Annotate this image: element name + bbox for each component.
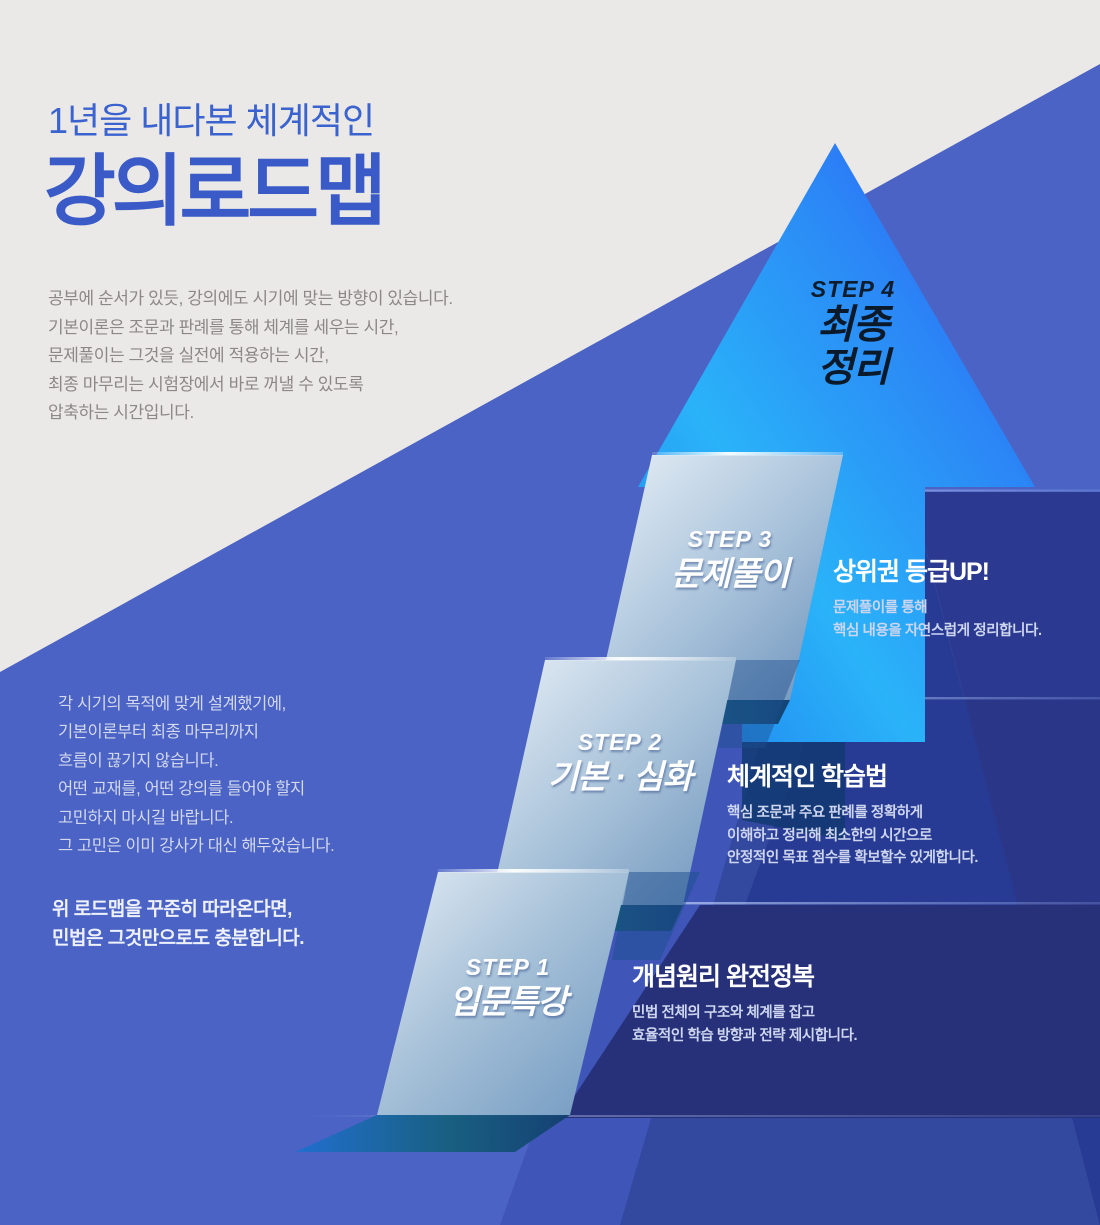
step-1-number: STEP 1 — [465, 954, 551, 980]
step-1-description: 개념원리 완전정복 민법 전체의 구조와 체계를 잡고 효율적인 학습 방향과 … — [632, 962, 858, 1047]
step-3-number: STEP 3 — [687, 526, 773, 552]
header-kicker: 1년을 내다본 체계적인 — [48, 100, 375, 141]
step-1-desc-heading: 개념원리 완전정복 — [632, 963, 815, 991]
step-2-desc-body: 핵심 조문과 주요 판례를 정확하게 이해하고 정리해 최소한의 시간으로 안정… — [727, 805, 979, 867]
step-2-label: STEP 2 기본 · 심화 — [530, 728, 710, 796]
step-1-title: 입문특강 — [449, 982, 567, 1020]
step-4-arrow — [638, 143, 1035, 742]
step-1-label: STEP 1 입문특강 — [418, 953, 598, 1021]
step-3-title: 문제풀이 — [671, 554, 789, 592]
left-closing-paragraph: 위 로드맵을 꾸준히 따라온다면, 민법은 그것만으로도 충분합니다. — [52, 899, 305, 950]
page-title: 강의로드맵 — [44, 147, 387, 235]
step-3-desc-body: 문제풀이를 통해 핵심 내용을 자연스럽게 정리합니다. — [833, 600, 1042, 639]
step-3-label: STEP 3 문제풀이 — [640, 525, 820, 593]
step-4-number: STEP 4 — [810, 276, 896, 302]
step-4-label: STEP 4 최종 정리 — [768, 275, 938, 389]
step-3-desc-heading: 상위권 등급UP! — [833, 558, 990, 586]
step-2-desc-heading: 체계적인 학습법 — [727, 763, 888, 791]
step-1-slab — [377, 872, 629, 1115]
step-2-number: STEP 2 — [577, 729, 663, 755]
step-1-desc-body: 민법 전체의 구조와 체계를 잡고 효율적인 학습 방향과 전략 제시합니다. — [632, 1005, 858, 1044]
step-3-description: 상위권 등급UP! 문제풀이를 통해 핵심 내용을 자연스럽게 정리합니다. — [833, 557, 1042, 642]
step-2-slab — [490, 660, 736, 905]
step-4-title: 최종 정리 — [817, 302, 890, 390]
left-body-paragraph: 각 시기의 목적에 맞게 설계했기에, 기본이론부터 최종 마무리까지 흐름이 … — [58, 695, 335, 855]
step-3-slab — [597, 455, 843, 700]
header-intro-paragraph: 공부에 순서가 있듯, 강의에도 시기에 맞는 방향이 있습니다. 기본이론은 … — [48, 289, 453, 423]
step-2-title: 기본 · 심화 — [548, 757, 693, 795]
step-2-description: 체계적인 학습법 핵심 조문과 주요 판례를 정확하게 이해하고 정리해 최소한… — [727, 762, 978, 870]
